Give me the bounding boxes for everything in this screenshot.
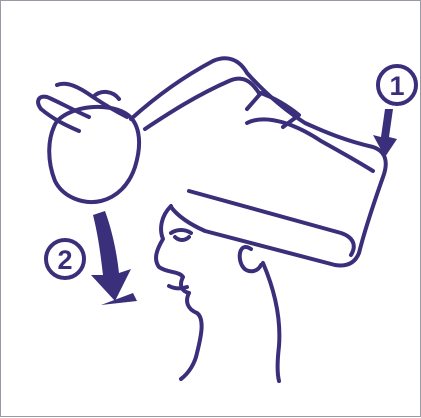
eye bbox=[171, 230, 191, 240]
visor-front-rim bbox=[189, 191, 354, 255]
ear bbox=[240, 247, 261, 271]
step-1-number: 1 bbox=[389, 71, 404, 101]
step-2-number: 2 bbox=[57, 245, 72, 275]
neck-line bbox=[263, 263, 279, 381]
curved-arrow-icon bbox=[91, 211, 131, 301]
curved-arrow-tail bbox=[101, 293, 137, 305]
visor-inner-edge bbox=[145, 79, 259, 129]
mouth bbox=[169, 286, 187, 288]
